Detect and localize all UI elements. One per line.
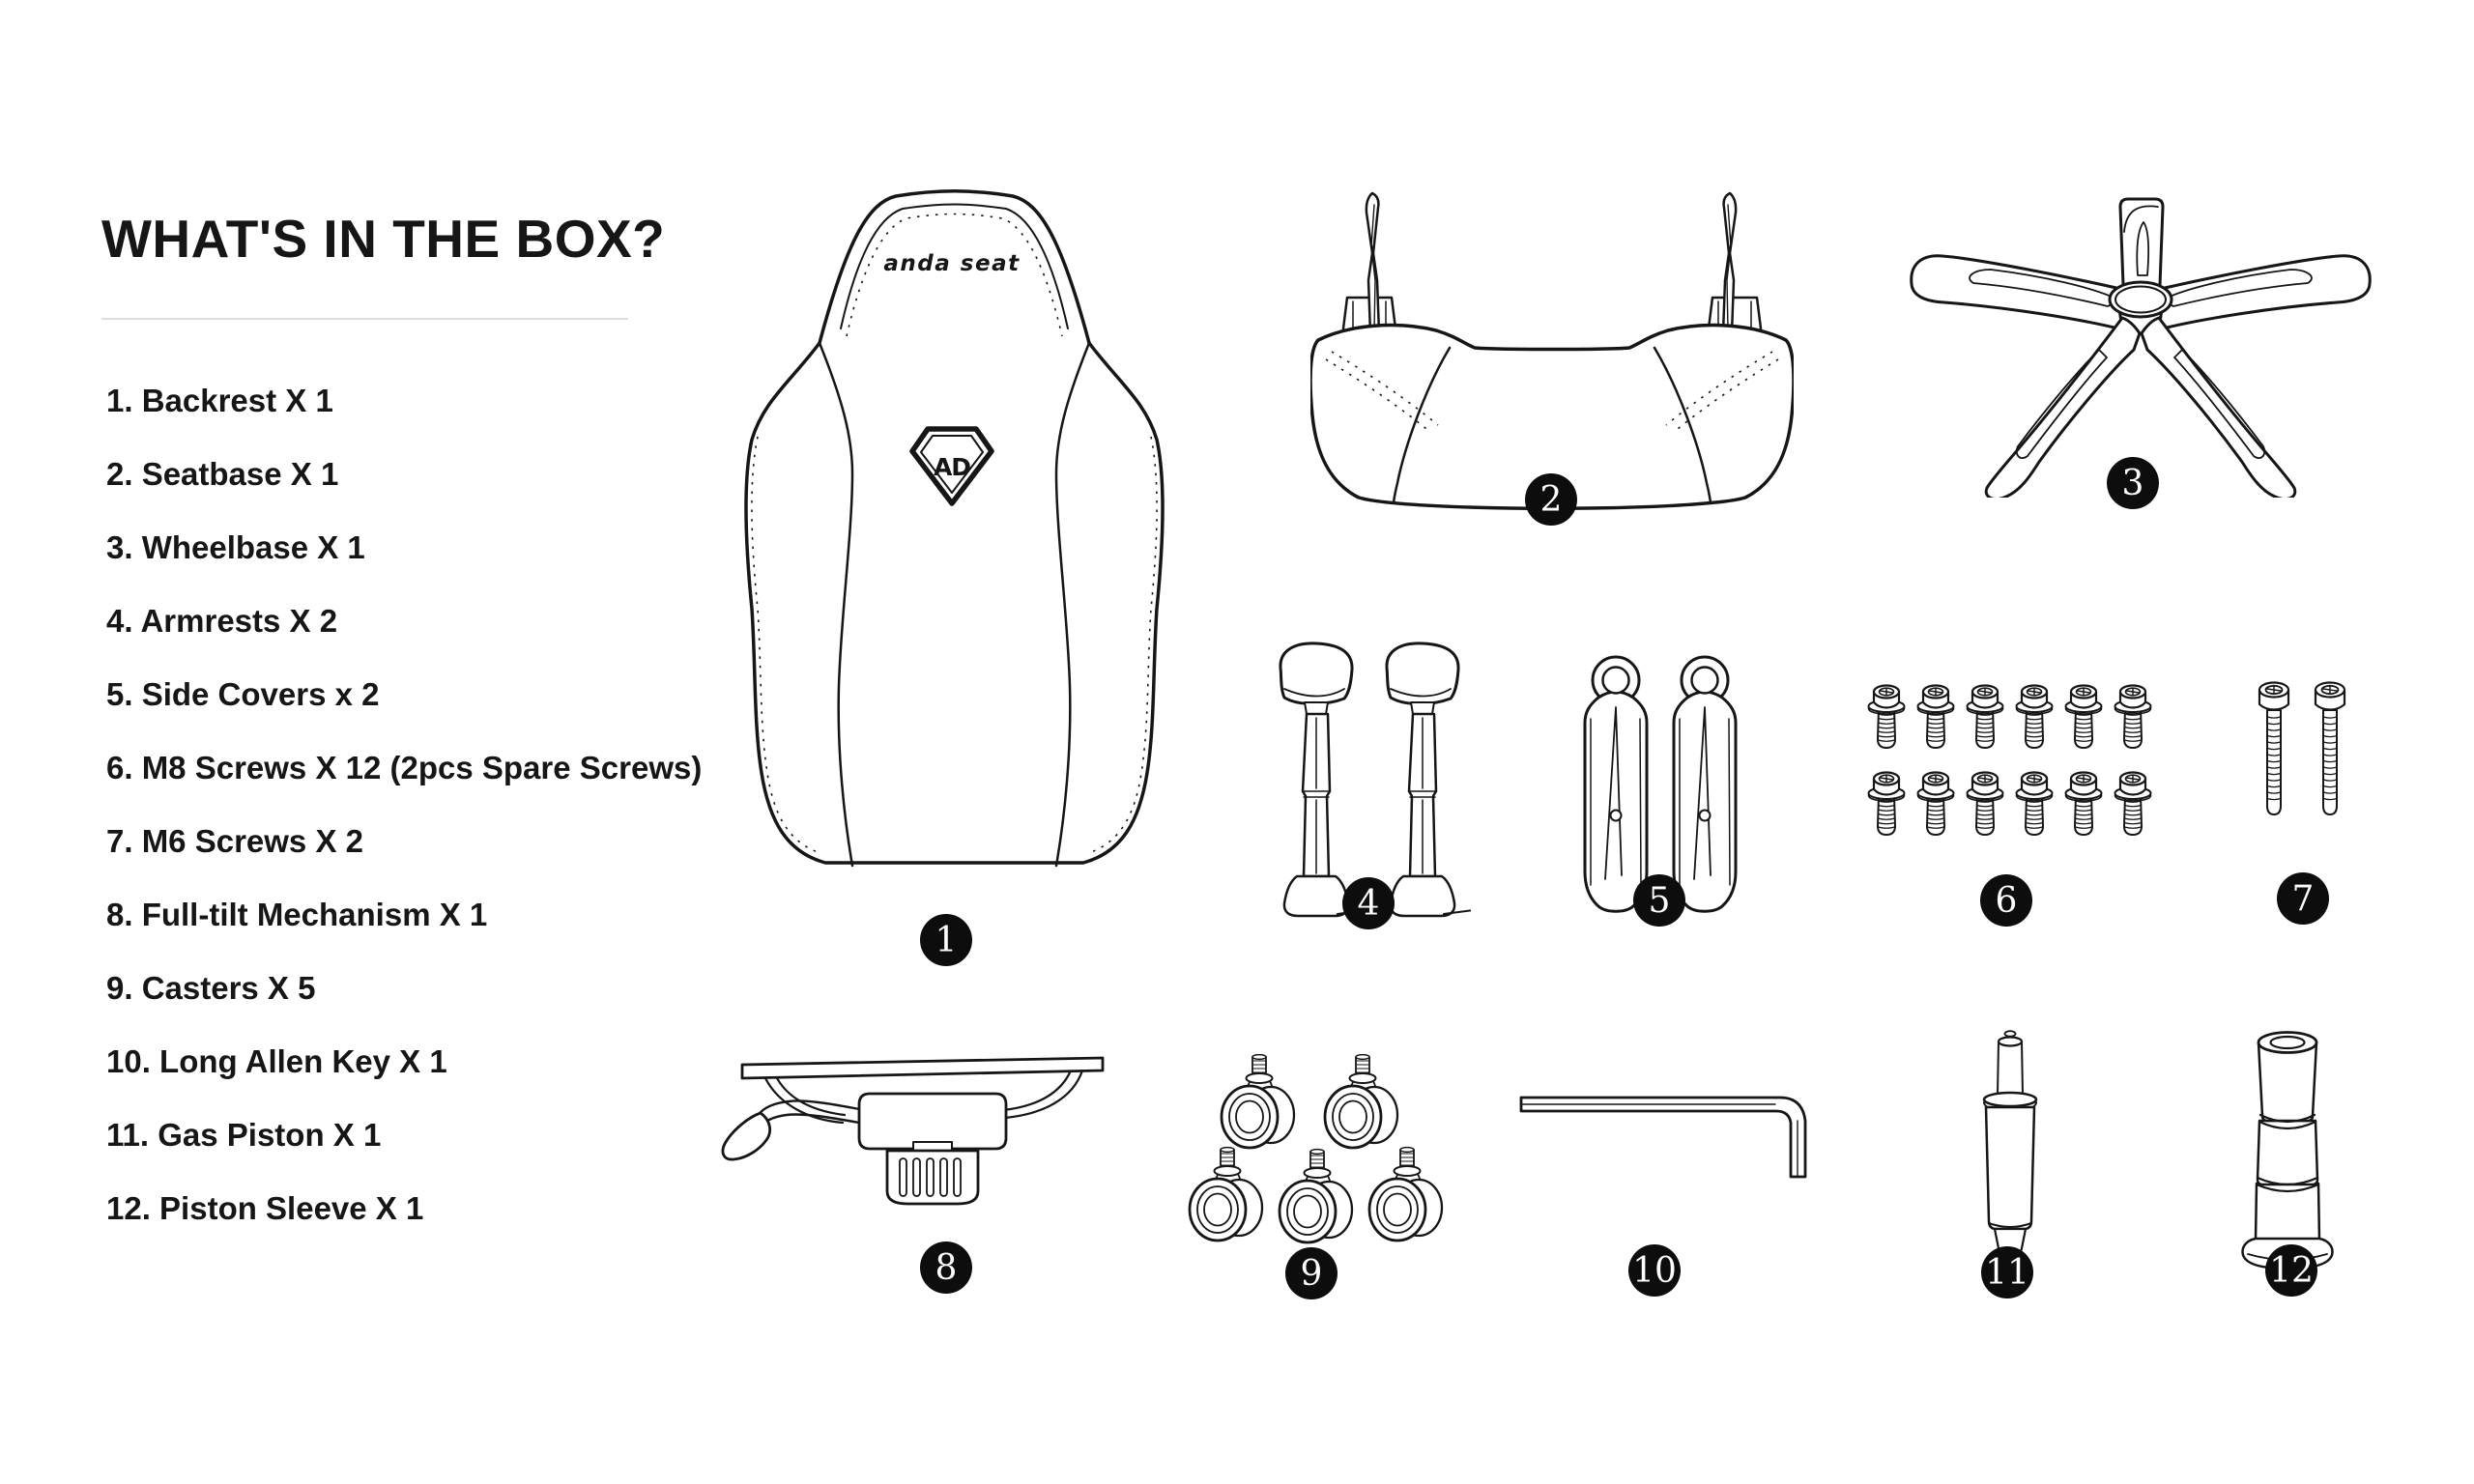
badge-9: 9: [1285, 1247, 1338, 1299]
gas-piston-illustration: [1982, 1030, 2038, 1259]
m8-screws-illustration: [1867, 684, 2152, 837]
list-item-long-allen-key: 10. Long Allen Key X 1: [106, 1043, 447, 1079]
badge-2: 2: [1525, 473, 1577, 526]
piston-sleeve-illustration: [2241, 1031, 2334, 1270]
list-item-side-covers: 5. Side Covers x 2: [106, 676, 380, 712]
long-allen-key-illustration: [1519, 1096, 1807, 1179]
list-item-m6-screws: 7. M6 Screws X 2: [106, 823, 363, 859]
list-item-m8-screws: 6. M8 Screws X 12 (2pcs Spare Screws): [106, 750, 703, 785]
svg-text:AD: AD: [934, 453, 970, 481]
list-item-casters: 9. Casters X 5: [106, 970, 316, 1006]
badge-1: 1: [920, 914, 972, 966]
wheelbase-illustration: [1910, 197, 2372, 498]
list-item-gas-piston: 11. Gas Piston X 1: [106, 1117, 382, 1153]
badge-6: 6: [1980, 874, 2032, 927]
badge-10: 10: [1628, 1244, 1681, 1297]
list-item-armrests: 4. Armrests X 2: [106, 603, 338, 639]
badge-12: 12: [2265, 1244, 2317, 1297]
title-divider: [101, 318, 628, 320]
list-item-wheelbase: 3. Wheelbase X 1: [106, 529, 365, 565]
m6-screws-illustration: [2258, 681, 2346, 816]
badge-4: 4: [1342, 877, 1395, 929]
casters-illustration: [1188, 1054, 1444, 1244]
badge-7: 7: [2277, 872, 2329, 925]
brand-logo-text: anda seat: [883, 251, 1020, 276]
brand-emblem-icon: AD: [909, 426, 994, 506]
list-item-piston-sleeve: 12. Piston Sleeve X 1: [106, 1190, 424, 1226]
backrest-illustration: anda seat AD: [744, 189, 1165, 868]
page-title: WHAT'S IN THE BOX?: [101, 209, 666, 269]
badge-5: 5: [1633, 874, 1685, 927]
full-tilt-mechanism-illustration: [721, 1056, 1105, 1206]
badge-11: 11: [1981, 1246, 2033, 1298]
badge-8: 8: [920, 1241, 972, 1294]
parts-list: 1. Backrest X 1 2. Seatbase X 1 3. Wheel…: [106, 364, 744, 1245]
seatbase-illustration: [1310, 191, 1794, 510]
list-item-backrest: 1. Backrest X 1: [106, 383, 333, 418]
list-item-full-tilt-mechanism: 8. Full-tilt Mechanism X 1: [106, 897, 488, 932]
badge-3: 3: [2107, 457, 2159, 509]
list-item-seatbase: 2. Seatbase X 1: [106, 456, 339, 492]
